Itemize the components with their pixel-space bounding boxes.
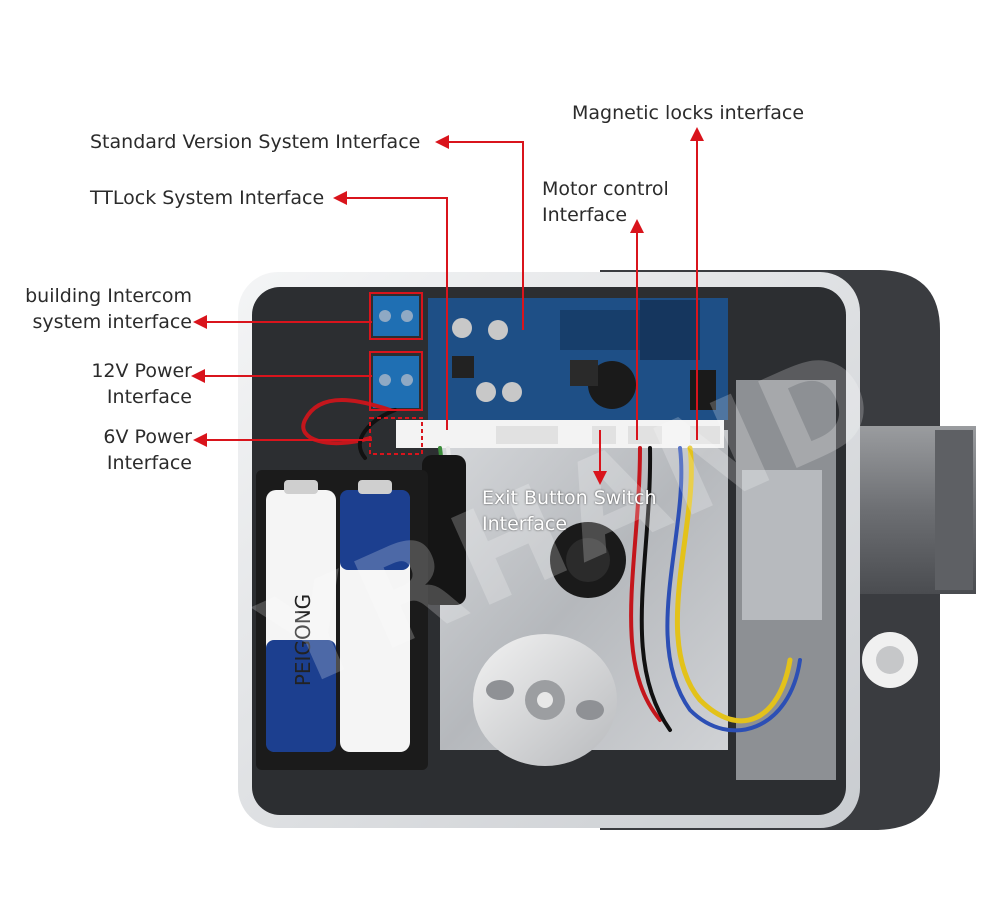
label-6v-power: 6V Power Interface [103,424,192,476]
label-intercom-line2: system interface [32,311,192,333]
label-12v-power: 12V Power Interface [91,358,192,410]
box-12v-terminal [369,351,423,411]
label-6v-power-line1: 6V Power [103,426,192,448]
label-ttlock: TTLock System Interface [90,185,324,211]
terminal-blocks [373,296,419,408]
label-motor-control: Motor control Interface [542,176,669,228]
label-magnetic-locks: Magnetic locks interface [572,100,804,126]
pointer-ttlock [333,191,448,430]
battery-brand-text: PEIGONG [291,594,315,686]
label-6v-power-line2: Interface [106,452,192,474]
circuit-board [396,298,728,448]
label-motor-control-line1: Motor control [542,178,669,200]
connector-row [396,420,724,448]
box-intercom-terminal [369,292,423,340]
wire-sleeve [422,455,466,605]
pointer-standard-version [435,135,524,330]
box-6v-terminal [369,417,423,455]
motor [473,522,626,766]
label-intercom-line1: building Intercom [25,285,192,307]
label-exit-button-line2: Interface [482,513,568,535]
pointer-lines [191,127,704,485]
label-standard-version: Standard Version System Interface [90,129,420,155]
label-magnetic-locks-text: Magnetic locks interface [572,102,805,124]
battery-pack: PEIGONG [256,470,428,770]
label-intercom: building Intercom system interface [25,283,192,335]
label-12v-power-line1: 12V Power [91,360,192,382]
highlight-boxes [369,292,423,455]
label-exit-button-line1: Exit Button Switch [482,487,657,509]
label-standard-version-text: Standard Version System Interface [90,131,421,153]
label-12v-power-line2: Interface [106,386,192,408]
label-ttlock-text: TTLock System Interface [90,187,325,209]
label-motor-control-line2: Interface [542,204,628,226]
label-exit-button: Exit Button Switch Interface [482,485,657,537]
